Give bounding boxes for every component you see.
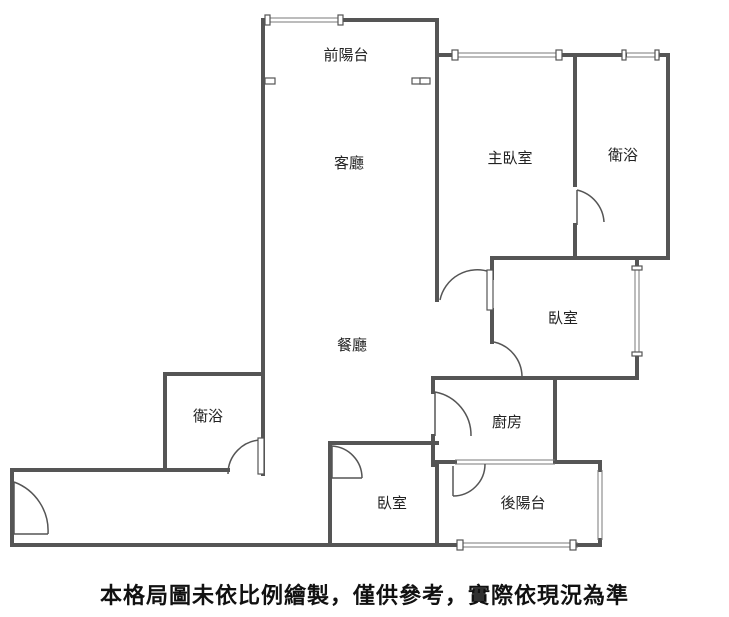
living-room-sliding-door: [264, 77, 431, 85]
south-bedroom-door: [331, 445, 363, 479]
master-bathroom-door: [576, 189, 605, 225]
label-bathroom-west: 衛浴: [193, 407, 223, 425]
front-balcony-window: [264, 14, 344, 26]
room-labels: 前陽台 客廳 主臥室 衛浴 臥室 餐廳 廚房 衛浴 臥室 後陽台: [193, 46, 638, 512]
doors: [13, 189, 605, 535]
master-bedroom-window: [451, 49, 563, 61]
bathroom-window: [621, 49, 660, 61]
label-front-balcony: 前陽台: [323, 46, 368, 64]
label-dining-room: 餐廳: [337, 336, 367, 354]
label-bedroom-east: 臥室: [548, 309, 578, 327]
label-master-bedroom: 主臥室: [487, 149, 532, 167]
rear-balcony-door: [452, 463, 486, 497]
label-living-room: 客廳: [334, 154, 364, 172]
east-bedroom-door: [493, 341, 525, 379]
windows: [264, 14, 660, 551]
label-bathroom-master: 衛浴: [608, 146, 638, 164]
entrance-door: [13, 481, 49, 535]
disclaimer-text: 本格局圖未依比例繪製，僅供參考，實際依現況為準: [99, 584, 629, 609]
rear-balcony-window: [456, 470, 603, 551]
east-bedroom-window: [631, 265, 643, 357]
kitchen-door: [434, 391, 472, 437]
label-bedroom-south: 臥室: [377, 494, 407, 512]
label-kitchen: 廚房: [492, 413, 522, 431]
label-rear-balcony: 後陽台: [500, 494, 545, 512]
floor-plan: 前陽台 客廳 主臥室 衛浴 臥室 餐廳 廚房 衛浴 臥室 後陽台: [10, 14, 670, 551]
walls: [10, 18, 670, 547]
rear-balcony-sliding-door: [455, 459, 555, 465]
master-bedroom-door: [439, 269, 494, 311]
west-bathroom-door: [227, 437, 265, 475]
